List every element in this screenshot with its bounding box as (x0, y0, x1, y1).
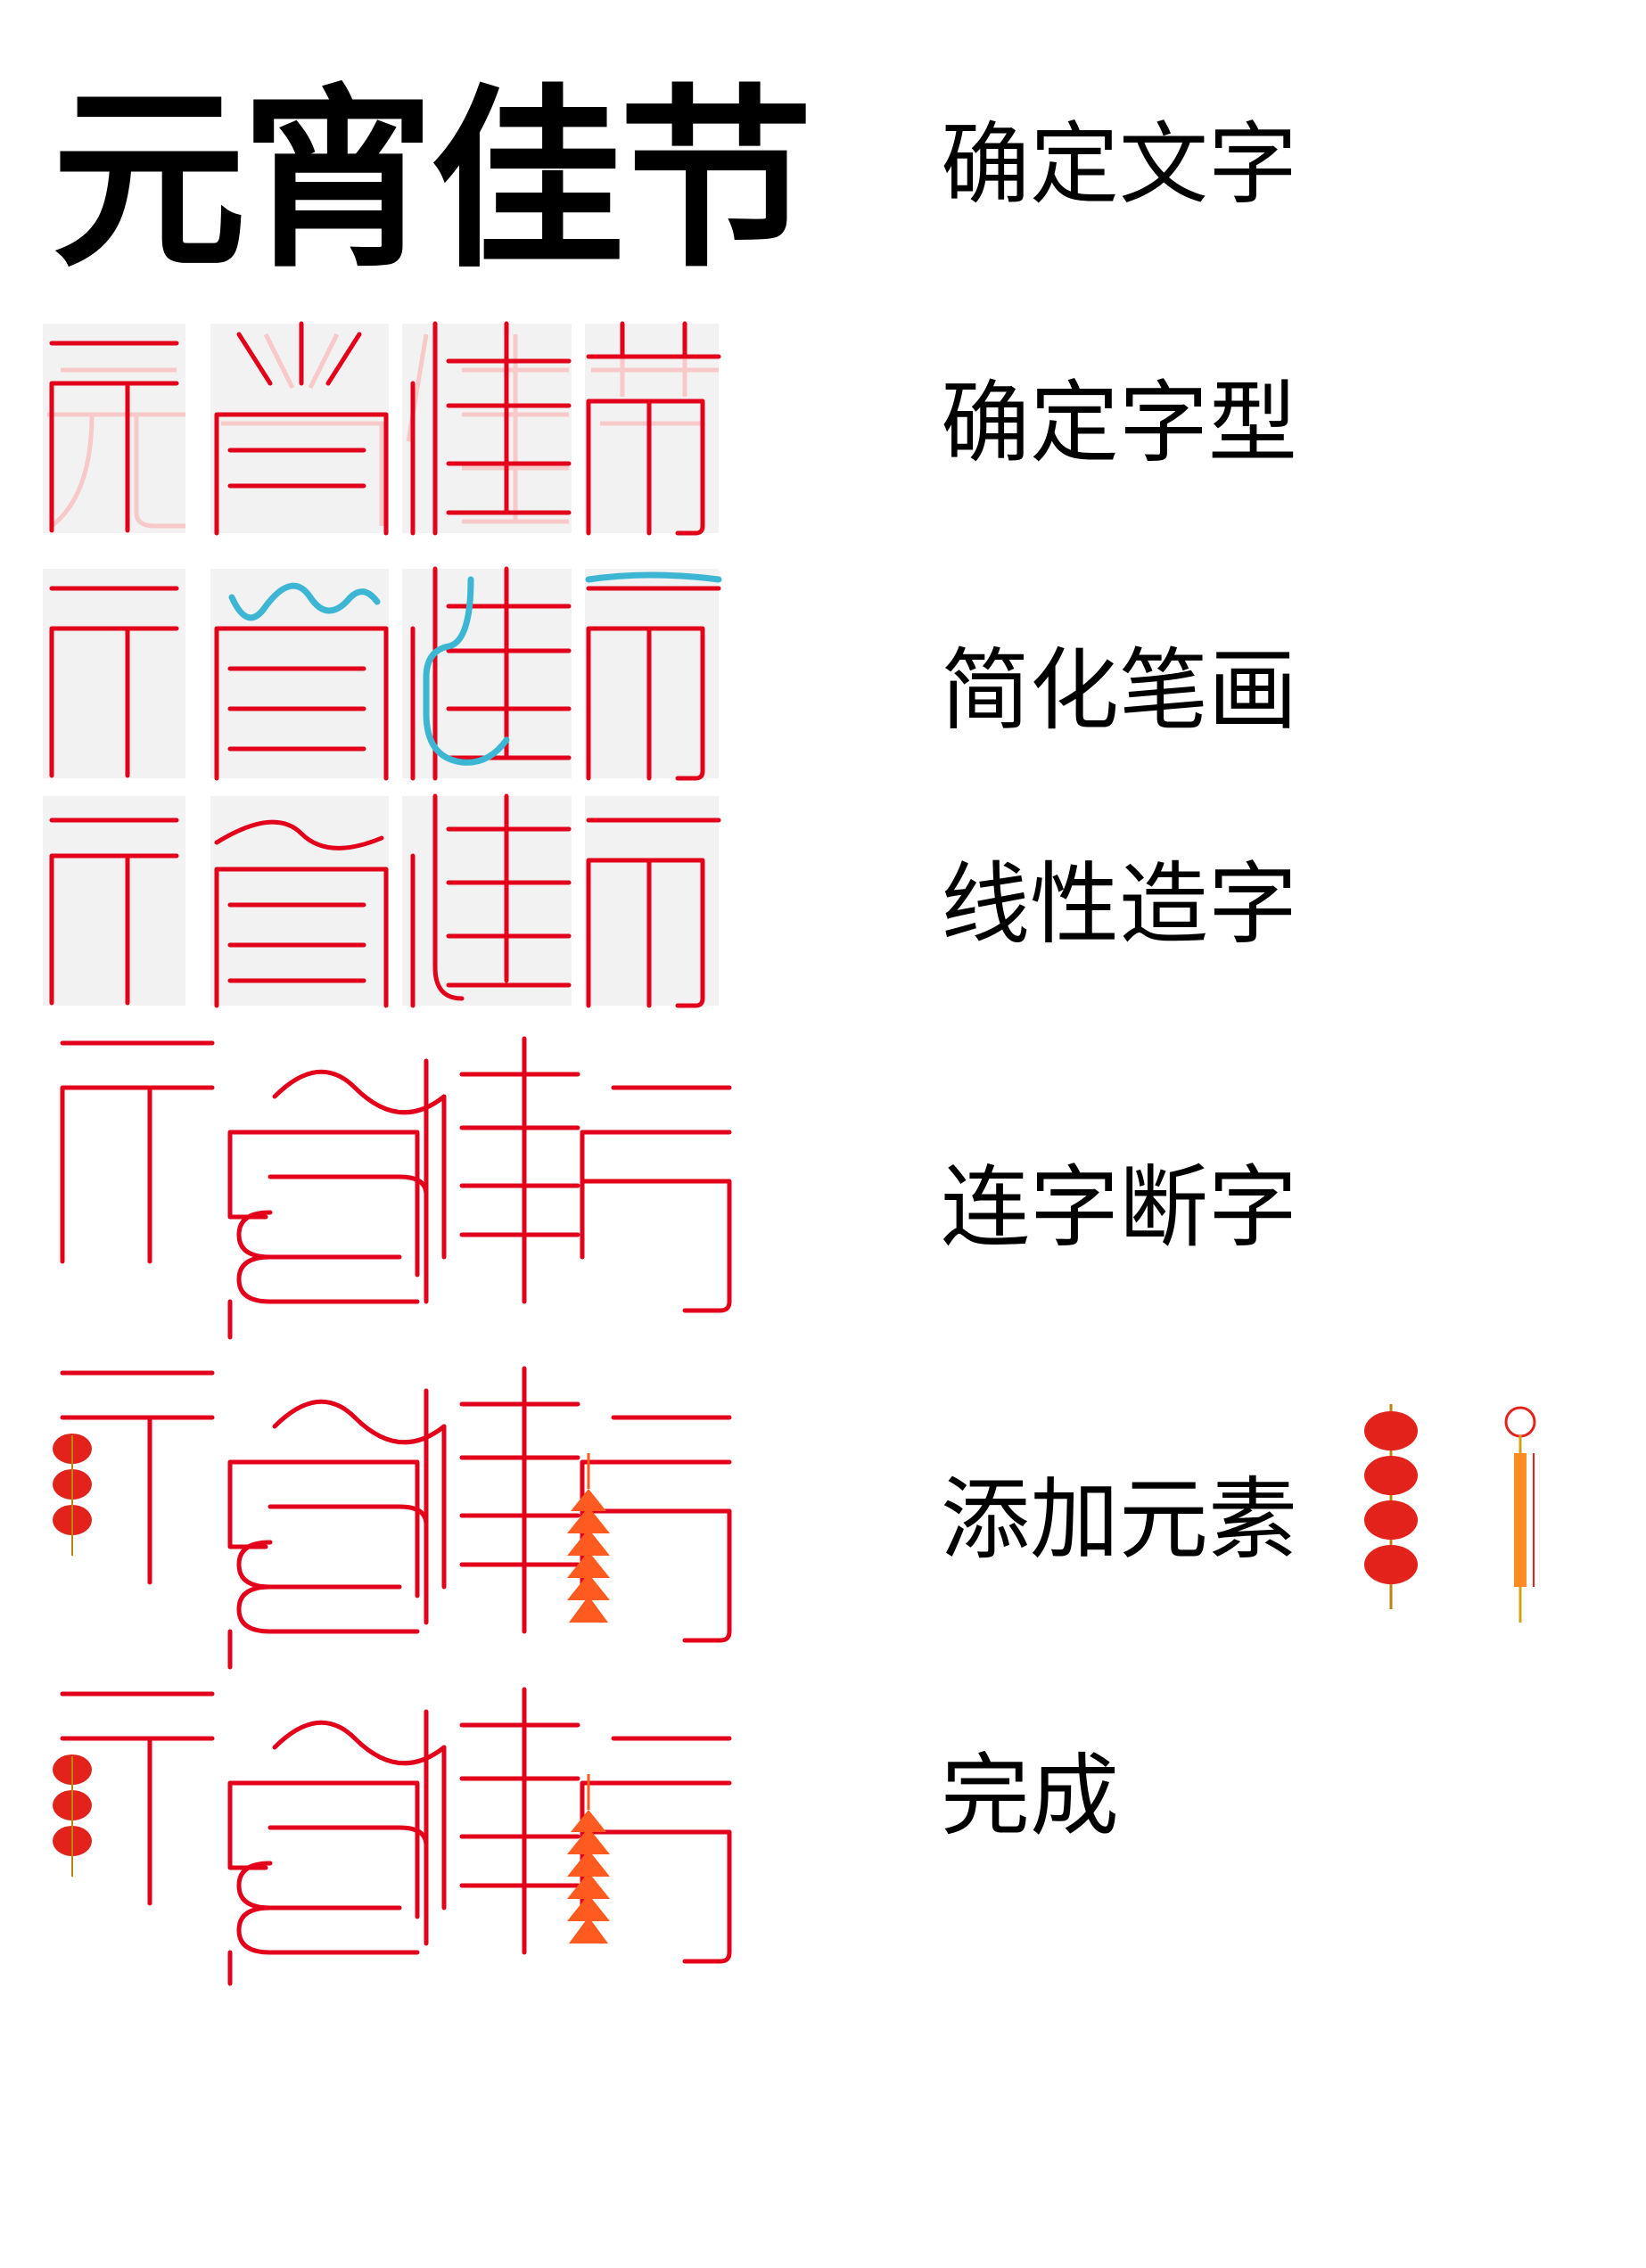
lantern-icon (53, 1434, 92, 1556)
glyph-panel-simplify (43, 562, 722, 785)
step-label-4: 线性造字 (941, 852, 1297, 957)
firecracker-icon (1504, 1406, 1536, 1623)
lantern-icon (53, 1754, 92, 1877)
title: 元宵佳节 (52, 69, 813, 294)
glyph-panel-final (43, 1676, 756, 1988)
step-label-1: 确定文字 (941, 112, 1297, 217)
firecracker-icon (567, 1453, 610, 1623)
glyph-panel-shape (43, 316, 721, 539)
step-label-5: 连字断字 (941, 1155, 1297, 1260)
glyph-panel-connect (43, 1034, 756, 1346)
lantern-icon (1364, 1404, 1418, 1609)
step-label-3: 简化笔画 (941, 638, 1297, 743)
lantern-element (1360, 1404, 1422, 1609)
firecracker-element (1498, 1400, 1543, 1623)
step-label-7: 完成 (941, 1744, 1119, 1848)
glyph-panel-elements (43, 1355, 756, 1670)
firecracker-icon (567, 1774, 610, 1943)
step-label-6: 添加元素 (941, 1467, 1297, 1572)
step-label-2: 确定字型 (941, 371, 1297, 475)
glyph-panel-linear (43, 789, 721, 1012)
